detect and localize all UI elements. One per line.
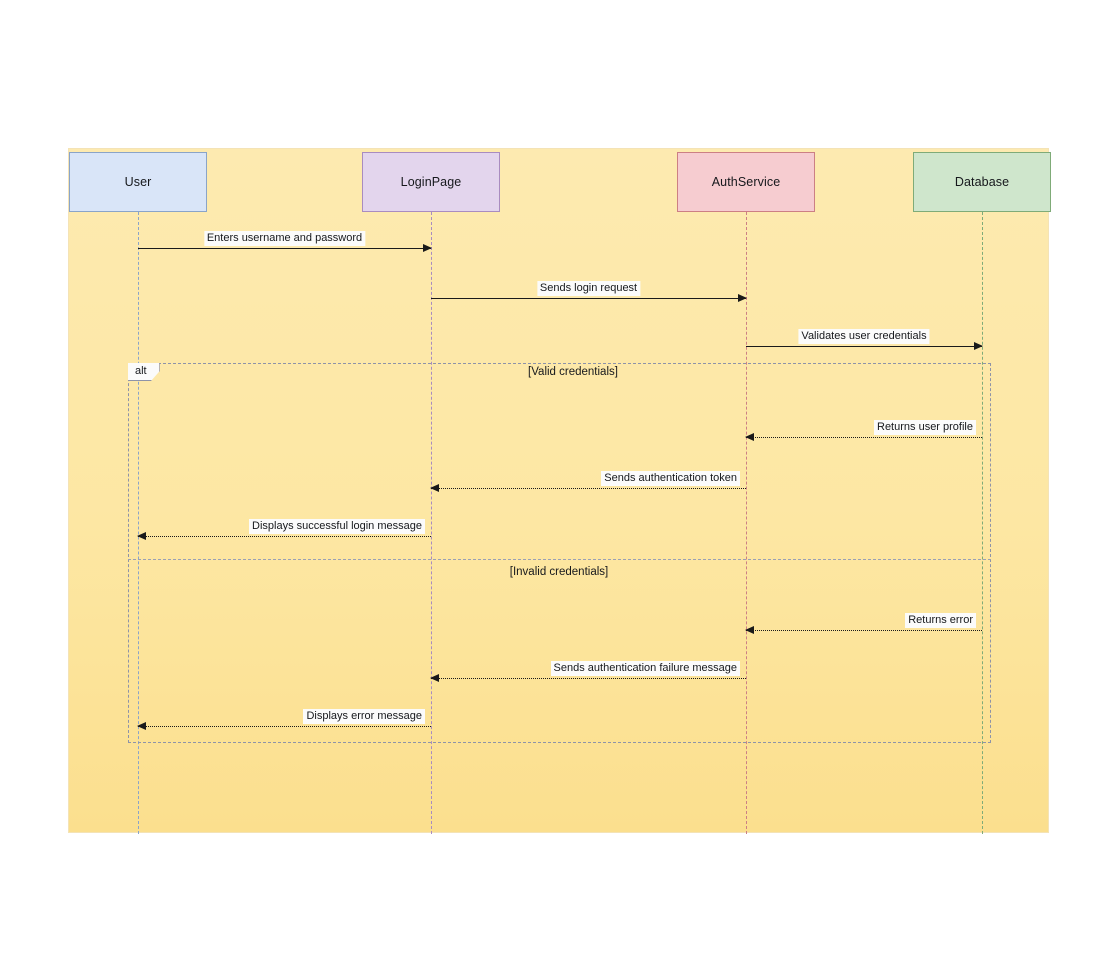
- arrowhead-icon: [745, 432, 754, 441]
- lifeline-authservice: [746, 212, 747, 834]
- arrowhead-icon: [745, 625, 754, 634]
- message-label: Enters username and password: [203, 231, 366, 246]
- message-line: [746, 630, 982, 631]
- message-line: [138, 726, 431, 727]
- arrowhead-icon: [738, 293, 747, 302]
- arrowhead-icon: [430, 673, 439, 682]
- arrowhead-icon: [423, 243, 432, 252]
- message-line: [746, 437, 982, 438]
- message-line: [431, 488, 746, 489]
- sequence-diagram-canvas: User LoginPage AuthService Database alt …: [68, 148, 1051, 834]
- message-label: Sends login request: [536, 281, 641, 296]
- lifeline-database: [982, 212, 983, 834]
- message-line: [746, 346, 982, 347]
- participant-label: User: [124, 174, 152, 189]
- alt-fragment-divider: [128, 559, 991, 560]
- message-label: Returns error: [905, 613, 976, 628]
- lifeline-loginpage: [431, 212, 432, 834]
- arrowhead-icon: [974, 341, 983, 350]
- alt-fragment-frame[interactable]: [128, 363, 991, 743]
- participant-box-authservice[interactable]: AuthService: [677, 152, 815, 212]
- message-label: Displays successful login message: [249, 519, 425, 534]
- participant-box-database[interactable]: Database: [913, 152, 1051, 212]
- arrowhead-icon: [430, 483, 439, 492]
- message-label: Sends authentication token: [601, 471, 740, 486]
- message-label: Displays error message: [303, 709, 425, 724]
- participant-label: Database: [954, 174, 1010, 189]
- arrowhead-icon: [137, 721, 146, 730]
- participant-box-loginpage[interactable]: LoginPage: [362, 152, 500, 212]
- message-label: Sends authentication failure message: [550, 661, 740, 676]
- alt-condition-valid: [Valid credentials]: [528, 366, 618, 378]
- message-line: [431, 298, 746, 299]
- participant-label: LoginPage: [400, 174, 462, 189]
- participant-label: AuthService: [711, 174, 781, 189]
- lifeline-user: [138, 212, 139, 834]
- message-label: Returns user profile: [874, 420, 976, 435]
- participant-box-user[interactable]: User: [69, 152, 207, 212]
- message-line: [138, 536, 431, 537]
- message-line: [138, 248, 431, 249]
- message-label: Validates user credentials: [798, 329, 930, 344]
- arrowhead-icon: [137, 531, 146, 540]
- message-line: [431, 678, 746, 679]
- alt-condition-invalid: [Invalid credentials]: [509, 566, 609, 578]
